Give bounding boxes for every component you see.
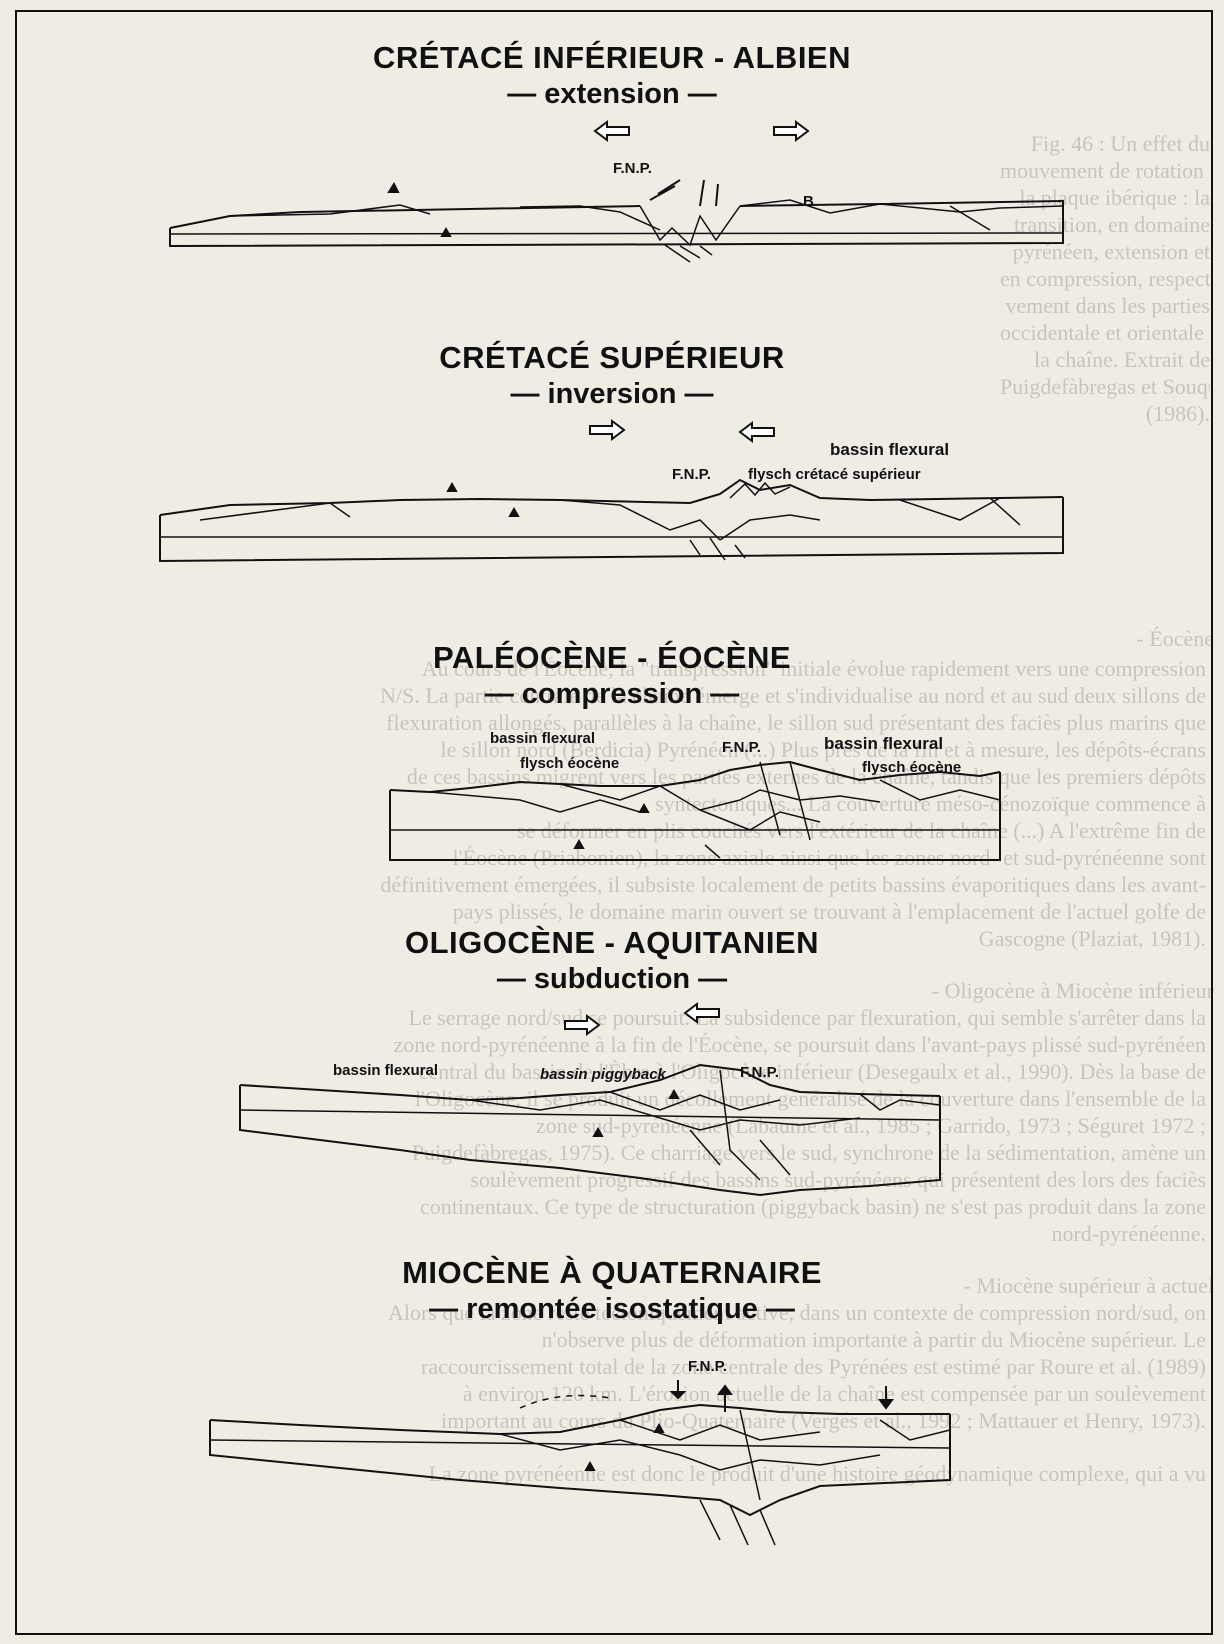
panel-2-section: [160, 421, 1063, 561]
panel-3-section: [390, 762, 1000, 860]
panel-5-section: [210, 1380, 950, 1545]
panel-1-section: [170, 122, 1063, 262]
panel-4-section: [240, 1004, 940, 1195]
